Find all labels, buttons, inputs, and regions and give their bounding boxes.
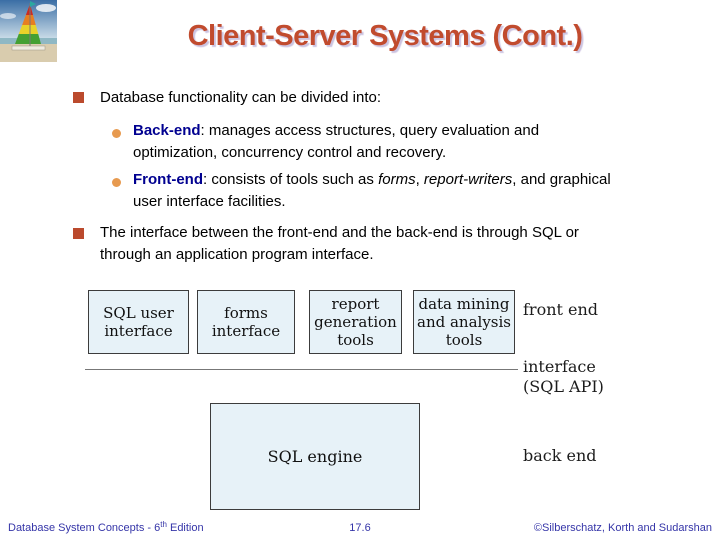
backend-line-1: Back-end: manages access structures, que… <box>133 122 539 139</box>
backend-term: Back-end <box>133 122 201 139</box>
sailboat-logo <box>0 0 57 62</box>
frontend-tail: , and graphical <box>512 171 611 188</box>
diagram-label-interface: interface <box>523 357 596 376</box>
bullet-2-line-2: through an application program interface… <box>100 246 374 263</box>
circle-bullet-icon <box>112 178 121 187</box>
diagram-label-sql-api: (SQL API) <box>523 377 604 396</box>
square-bullet-icon <box>73 92 84 103</box>
diagram-box-sql-user-interface: SQL user interface <box>88 290 189 354</box>
frontend-comma: , <box>415 171 424 188</box>
bullet-1-text: Database functionality can be divided in… <box>100 89 382 106</box>
backend-line-2: optimization, concurrency control and re… <box>133 144 447 161</box>
frontend-line-2: user interface facilities. <box>133 193 286 210</box>
diagram-box-data-mining-tools: data mining and analysis tools <box>413 290 515 354</box>
backend-colon: : <box>200 122 209 139</box>
frontend-italic-report-writers: report-writers <box>423 171 513 188</box>
footer-book-title: Database System Concepts - 6th Edition <box>8 520 204 534</box>
slide-title: Client-Server Systems (Cont.) <box>187 20 583 52</box>
frontend-pre: consists of tools such as <box>211 171 379 188</box>
circle-bullet-icon <box>112 129 121 138</box>
footer-edition-text: Edition <box>166 522 204 534</box>
diagram-box-report-generation-tools: report generation tools <box>309 290 402 354</box>
frontend-line-1: Front-end: consists of tools such as for… <box>133 171 611 188</box>
diagram-box-forms-interface: forms interface <box>197 290 295 354</box>
diagram-box-sql-engine: SQL engine <box>210 403 420 510</box>
frontend-italic-forms: forms <box>378 171 416 188</box>
footer-book-title-text: Database System Concepts - 6 <box>8 522 161 534</box>
bullet-2-line-1: The interface between the front-end and … <box>100 224 579 241</box>
footer-copyright: ©Silberschatz, Korth and Sudarshan <box>533 522 712 534</box>
square-bullet-icon <box>73 228 84 239</box>
backend-rest: manages access structures, query evaluat… <box>208 122 540 139</box>
footer-page-number: 17.6 <box>349 522 371 534</box>
diagram-label-back-end: back end <box>523 446 597 465</box>
frontend-colon: : <box>202 171 212 188</box>
diagram-label-front-end: front end <box>523 300 599 319</box>
frontend-term: Front-end <box>133 171 203 188</box>
footer-edition-superscript: th <box>160 520 167 529</box>
diagram-interface-line <box>85 369 518 370</box>
